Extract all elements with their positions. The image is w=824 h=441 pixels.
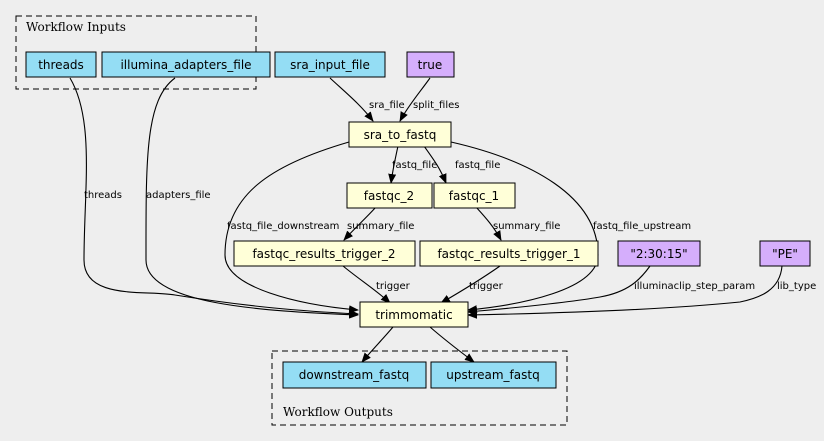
edge-label-sra-file: sra_file (369, 100, 405, 111)
edge-label-trigger-b: trigger (469, 281, 504, 292)
node-threads[interactable]: threads (25, 51, 97, 78)
node-downstream-fastq[interactable]: downstream_fastq (282, 361, 427, 389)
edge-label-trigger-a: trigger (376, 281, 411, 292)
node-downstream-fastq-label: downstream_fastq (299, 368, 410, 382)
edges (69, 77, 783, 363)
edge-label-summary-file-b: summary_file (493, 221, 560, 232)
edge-split-files (399, 77, 431, 122)
node-upstream-fastq[interactable]: upstream_fastq (430, 361, 557, 389)
node-illumina-adapters-file[interactable]: illumina_adapters_file (101, 51, 271, 78)
edge-label-summary-file-a: summary_file (347, 221, 414, 232)
edge-label-fastq-file-upstream: fastq_file_upstream (593, 221, 691, 232)
node-threads-label: threads (38, 58, 84, 72)
node-fastqc-1-label: fastqc_1 (449, 189, 499, 203)
node-fastqc-results-trigger-1[interactable]: fastqc_results_trigger_1 (419, 240, 599, 267)
workflow-inputs-label: Workflow Inputs (26, 20, 126, 34)
edge-sra-file (329, 77, 374, 122)
edge-illuminaclip-step-param (467, 265, 651, 316)
node-true-literal[interactable]: true (406, 51, 455, 78)
edge-fastq-file-b (423, 145, 447, 184)
node-fastqc-1[interactable]: fastqc_1 (433, 182, 516, 209)
edge-fastq-file-downstream (224, 141, 359, 314)
edge-label-adapters-file: adapters_file (146, 190, 211, 201)
workflow-outputs-label: Workflow Outputs (283, 405, 393, 419)
node-sra-input-file[interactable]: sra_input_file (274, 51, 386, 78)
node-fastqc-results-trigger-1-label: fastqc_results_trigger_1 (437, 247, 580, 261)
edge-trigger-a (342, 265, 391, 304)
node-fastqc-results-trigger-2[interactable]: fastqc_results_trigger_2 (233, 240, 416, 267)
edge-label-lib-type: lib_type (777, 281, 816, 292)
node-fastqc-2-label: fastqc_2 (364, 189, 414, 203)
workflow-inputs-cluster: Workflow Inputs (15, 15, 257, 90)
node-sra-input-file-label: sra_input_file (290, 58, 370, 72)
edge-label-fastq-file-a: fastq_file (392, 160, 437, 171)
edge-adapters-file (145, 77, 359, 319)
node-pe-literal[interactable]: "PE" (759, 240, 811, 267)
node-illuminaclip-literal[interactable]: "2:30:15" (617, 240, 701, 267)
node-illumina-adapters-file-label: illumina_adapters_file (120, 58, 251, 72)
edge-threads (69, 77, 359, 318)
edge-label-illuminaclip-step-param: illuminaclip_step_param (634, 281, 755, 292)
edge-trigger-b (440, 265, 501, 304)
edge-to-downstream (361, 326, 394, 363)
edge-summary-file-a (343, 206, 377, 241)
node-sra-to-fastq[interactable]: sra_to_fastq (348, 121, 452, 148)
workflow-outputs-cluster: Workflow Outputs (271, 350, 568, 426)
edge-lib-type (467, 265, 783, 319)
node-fastqc-results-trigger-2-label: fastqc_results_trigger_2 (252, 247, 395, 261)
node-trimmomatic-label: trimmomatic (375, 308, 452, 322)
node-sra-to-fastq-label: sra_to_fastq (364, 128, 437, 142)
node-upstream-fastq-label: upstream_fastq (446, 368, 539, 382)
edge-label-fastq-file-b: fastq_file (455, 160, 500, 171)
edge-labels: sra_file split_files fastq_file fastq_fi… (84, 100, 816, 292)
edge-label-fastq-file-downstream: fastq_file_downstream (227, 221, 339, 232)
node-true-literal-label: true (418, 58, 443, 72)
edge-summary-file-b (475, 206, 502, 241)
edge-label-threads: threads (84, 190, 122, 201)
node-trimmomatic[interactable]: trimmomatic (359, 301, 469, 328)
edge-to-upstream (429, 326, 475, 363)
edge-fastq-file-a (388, 145, 399, 184)
node-pe-literal-label: "PE" (772, 247, 798, 261)
edge-label-split-files: split_files (413, 100, 459, 111)
node-fastqc-2[interactable]: fastqc_2 (346, 182, 433, 209)
node-illuminaclip-literal-label: "2:30:15" (630, 247, 687, 261)
